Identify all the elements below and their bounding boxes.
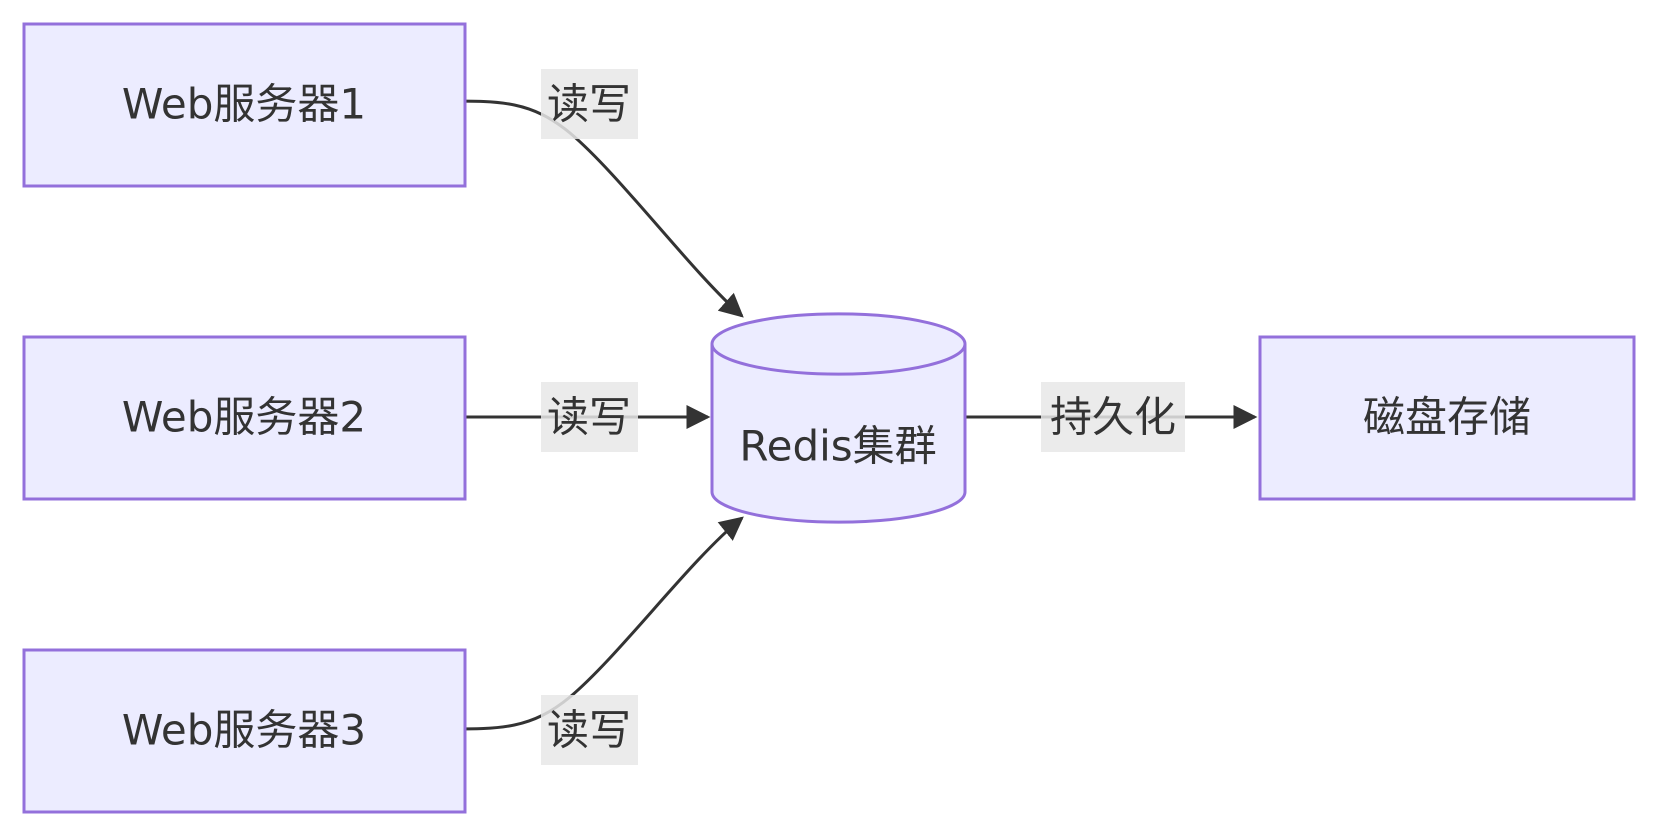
edge-web3-redis (440, 516, 744, 731)
edge-web1-redis (440, 99, 744, 318)
edge-label-text: 读写 (547, 393, 631, 442)
edge-label-redis-disk: 持久化 (1041, 382, 1185, 452)
node-label: 磁盘存储 (1363, 393, 1531, 442)
node-redis-cluster: Redis集群 (710, 312, 967, 524)
cylinder-top-rim (710, 343, 967, 376)
node-disk-storage: 磁盘存储 (1258, 335, 1636, 501)
edge-label-text: 持久化 (1050, 393, 1176, 442)
edge-labels: 读写 读写 读写 持久化 (541, 69, 1185, 765)
nodes: Web服务器1 Web服务器2 Web服务器3 Redis集群 磁盘存储 (22, 22, 1636, 814)
edge-label-web2-redis: 读写 (541, 382, 638, 452)
node-label: Redis集群 (739, 422, 936, 471)
database-cylinder-icon (710, 312, 967, 524)
node-label: Web服务器2 (122, 393, 366, 442)
node-web-server-1: Web服务器1 (22, 22, 467, 188)
edge-label-text: 读写 (547, 706, 631, 755)
node-web-server-2: Web服务器2 (22, 335, 467, 501)
node-label: Web服务器3 (122, 706, 366, 755)
edge-label-web3-redis: 读写 (541, 695, 638, 765)
node-label: Web服务器1 (122, 80, 366, 129)
edges (440, 99, 1258, 731)
edge-label-text: 读写 (547, 80, 631, 129)
edge-label-web1-redis: 读写 (541, 69, 638, 139)
node-web-server-3: Web服务器3 (22, 648, 467, 814)
